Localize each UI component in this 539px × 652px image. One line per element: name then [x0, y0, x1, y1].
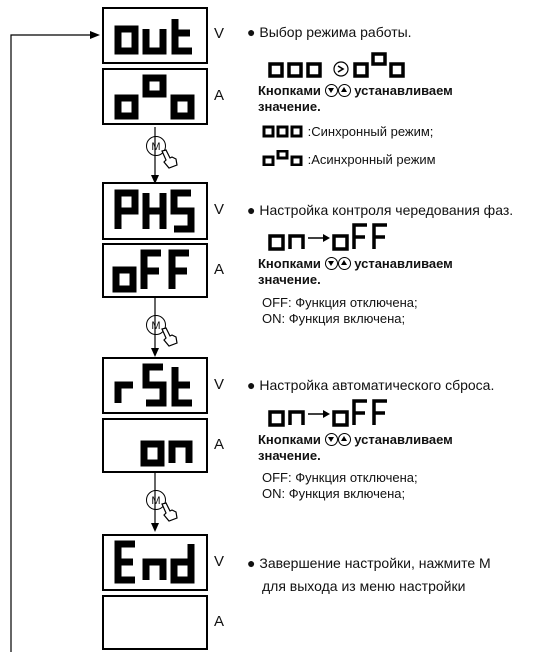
m-button-label: M [151, 141, 161, 153]
value-sequence [268, 223, 387, 251]
lcd-display-v [102, 182, 208, 240]
step-title: ● Настройка автоматического сброса. [247, 377, 495, 393]
note-on: ON: Функция включена; [262, 486, 406, 501]
m-button[interactable]: M [146, 315, 166, 335]
hint-label: Кнопками [258, 432, 321, 447]
lcd-display-a [102, 68, 208, 125]
step-title-text: Настройка автоматического сброса. [259, 377, 495, 393]
note-off: OFF: Функция отключена; [262, 295, 418, 310]
m-button-label: M [151, 495, 161, 507]
unit-label-v: V [214, 25, 225, 42]
hint-label: Кнопками [258, 256, 321, 271]
note-async: :Асинхронный режим [307, 152, 436, 167]
step-title-text: Выбор режима работы. [259, 24, 412, 40]
unit-label-a: A [214, 261, 225, 278]
note-off: OFF: Функция отключена; [262, 470, 418, 485]
up-button-icon [337, 257, 351, 270]
unit-label-a: A [214, 436, 225, 453]
async-mode-code [262, 149, 303, 167]
m-button[interactable]: M [146, 136, 166, 156]
hand-pointer-icon [161, 327, 178, 347]
mode-sequence [268, 52, 405, 78]
hint-label: значение. [258, 272, 321, 287]
lcd-display-a [102, 595, 208, 650]
step-title-text: Завершение настройки, нажмите M [259, 555, 491, 571]
step-title-text: Настройка контроля чередования фаз. [259, 202, 514, 218]
step-title: ● Завершение настройки, нажмите M [247, 555, 491, 571]
value-sequence [268, 399, 387, 427]
lcd-display-a [102, 418, 208, 473]
m-button-label: M [151, 320, 161, 332]
step-title: ● Настройка контроля чередования фаз. [247, 202, 514, 218]
step-title: ● Выбор режима работы. [247, 24, 412, 40]
lcd-display-a [102, 243, 208, 298]
hint-label: значение. [258, 448, 321, 463]
unit-label-v: V [214, 553, 225, 570]
hand-pointer-icon [161, 502, 178, 522]
down-button-icon [324, 433, 338, 446]
unit-label-a: A [214, 613, 225, 630]
hint-label: значение. [258, 99, 321, 114]
hint-label: устанавливаем [354, 83, 453, 98]
step-title-line2: для выхода из меню настройки [262, 578, 466, 594]
up-button-icon [337, 433, 351, 446]
hand-pointer-icon [161, 149, 178, 169]
hint-label: устанавливаем [354, 432, 453, 447]
lcd-display-v [102, 357, 208, 414]
m-button[interactable]: M [146, 490, 166, 510]
up-button-icon [337, 84, 351, 97]
unit-label-v: V [214, 201, 225, 218]
sync-mode-code [262, 125, 303, 138]
hint-label: устанавливаем [354, 256, 453, 271]
hint-label: Кнопками [258, 83, 321, 98]
down-button-icon [324, 257, 338, 270]
note-on: ON: Функция включена; [262, 311, 406, 326]
lcd-display-v [102, 534, 208, 591]
unit-label-v: V [214, 376, 225, 393]
down-button-icon [324, 84, 338, 97]
unit-label-a: A [214, 87, 225, 104]
lcd-display-v [102, 7, 208, 64]
note-sync: :Синхронный режим; [307, 124, 434, 139]
